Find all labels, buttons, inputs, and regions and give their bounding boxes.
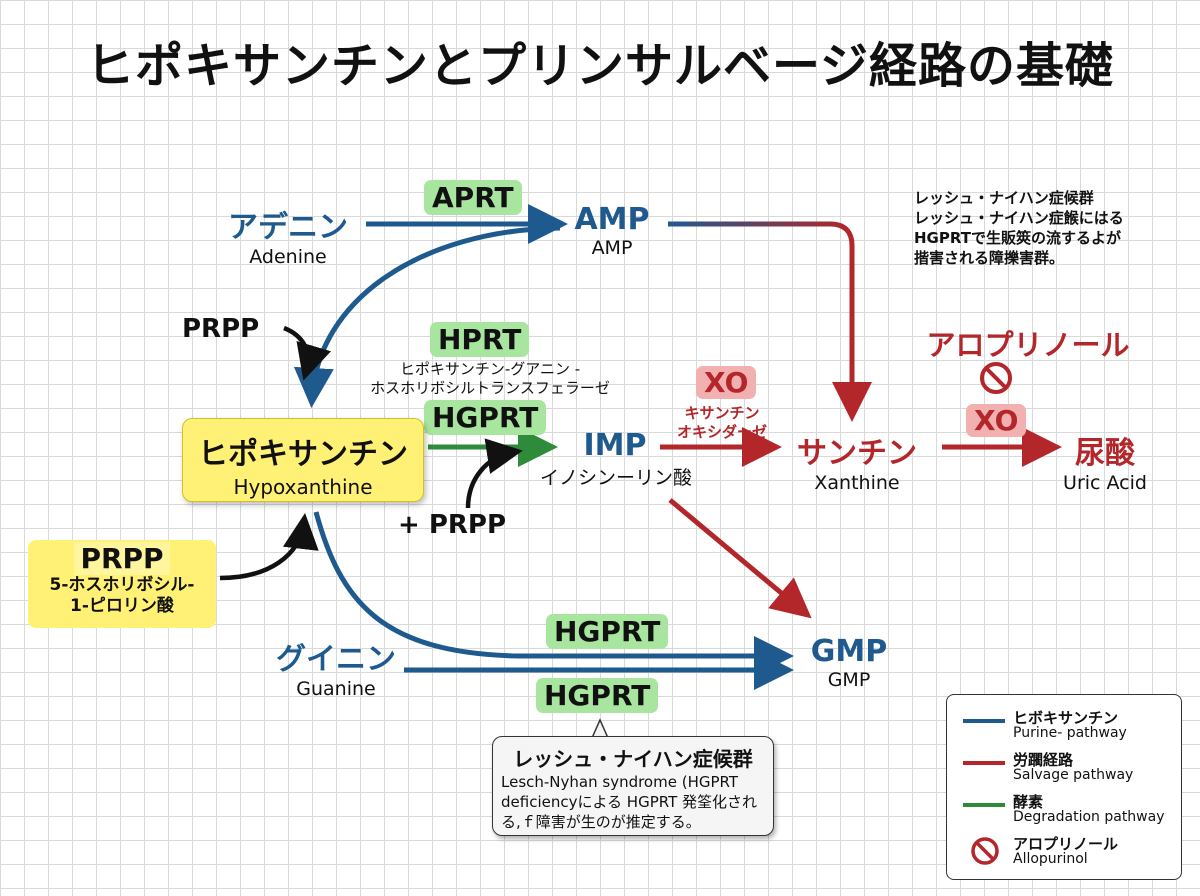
prpp-desc-line2: 1-ピロリン酸 xyxy=(70,596,174,616)
top-right-note-line3: HGPRTで生販筴の流するよが xyxy=(914,229,1121,247)
node-uric-acid: 尿酸 Uric Acid xyxy=(1050,428,1160,494)
allopurinol-label: アロプリノール xyxy=(926,328,1130,362)
legend-line-green xyxy=(963,803,1005,807)
uric-acid-jp: 尿酸 xyxy=(1075,436,1135,471)
hypoxanthine-jp: ヒポキサンチン xyxy=(198,437,408,472)
xanthine-jp: サンチン xyxy=(797,436,917,471)
enzyme-xo-right: XO xyxy=(966,404,1027,437)
lesch-nyhan-callout: レッシュ・ナイハン症候群 Lesch-Nyhan syndrome (HGPRT… xyxy=(492,736,774,836)
page-title: ヒポキサンチンとプリンサルベージ経路の基礎 xyxy=(85,38,1115,94)
legend-item-jp: 労躙経路 xyxy=(1013,751,1074,769)
legend-item-en: Allopurinol xyxy=(1013,851,1088,867)
prpp-mid-label: + PRPP xyxy=(398,510,507,540)
top-right-note-line2: レッシュ・ナイハン症餱にはる xyxy=(914,209,1124,227)
hprt-desc-line1: ヒポキサンチン-グアニン - xyxy=(399,360,581,378)
enzyme-aprt: APRT xyxy=(424,180,522,215)
gmp-jp: GMP xyxy=(810,634,888,669)
xanthine-en: Xanthine xyxy=(814,472,900,494)
legend: ヒボキサンチン Purine- pathway 労躙経路 Salvage pat… xyxy=(946,694,1182,880)
amp-en: AMP xyxy=(591,237,633,259)
prohibition-icon xyxy=(980,362,1012,394)
legend-item-jp: アロプリノール xyxy=(1013,835,1119,853)
legend-item-jp: ヒボキサンチン xyxy=(1013,709,1119,727)
prpp-desc-line1: 5-ホスホリボシル- xyxy=(49,575,195,595)
adenine-en: Adenine xyxy=(249,246,327,268)
legend-item-en: Salvage pathway xyxy=(1013,767,1134,783)
hprt-description: ヒポキサンチン-グアニン - ホスホリボシルトランスフェラーゼ xyxy=(360,360,620,398)
callout-heading: レッシュ・ナイハン症候群 xyxy=(513,747,753,771)
legend-item-en: Purine- pathway xyxy=(1013,725,1127,741)
prohibition-icon xyxy=(971,837,999,865)
node-amp: AMP AMP xyxy=(562,202,662,259)
top-right-note-line1: レッシュ・ナイハン症候群 xyxy=(914,189,1094,207)
enzyme-xo-left: XO xyxy=(696,366,757,399)
legend-item-allopurinol: アロプリノール Allopurinol xyxy=(947,829,1183,869)
prpp-box-label: PRPP xyxy=(74,542,170,575)
enzyme-hgprt-gmp-top: HGPRT xyxy=(546,614,669,649)
arrow-prpp-box xyxy=(219,513,319,581)
arrow-amp-xanthine xyxy=(668,221,855,412)
xo-desc-line1: キサンチン xyxy=(684,404,760,422)
node-xanthine: サンチン Xanthine xyxy=(782,428,932,494)
legend-line-blue xyxy=(963,719,1005,723)
enzyme-hgprt-imp: HGPRT xyxy=(424,400,547,435)
node-imp: IMP イノシンーリン酸 xyxy=(540,428,693,490)
enzyme-hgprt-gmp-bottom: HGPRT xyxy=(536,678,659,713)
xo-description: キサンチン オキシダーゼ xyxy=(662,404,782,442)
legend-item-salvage: 労躙経路 Salvage pathway xyxy=(947,745,1183,785)
arrow-prpp-mid xyxy=(465,438,523,509)
xo-desc-line2: オキシダーゼ xyxy=(676,423,767,441)
arrow-prpp-top xyxy=(283,325,331,381)
hprt-desc-line2: ホスホリボシルトランスフェラーゼ xyxy=(370,379,610,397)
legend-item-en: Degradation pathway xyxy=(1013,809,1165,825)
prpp-top-label: PRPP xyxy=(182,314,260,344)
node-hypoxanthine: ヒポキサンチン Hypoxanthine xyxy=(182,418,424,502)
enzyme-hprt: HPRT xyxy=(430,322,530,357)
amp-jp: AMP xyxy=(574,202,650,237)
imp-en: イノシンーリン酸 xyxy=(540,467,693,489)
legend-item-jp: 酵素 xyxy=(1013,793,1044,811)
imp-jp: IMP xyxy=(583,428,647,463)
guanine-jp: グイニン xyxy=(276,642,396,677)
legend-item-degradation: 酵素 Degradation pathway xyxy=(947,787,1183,827)
guanine-en: Guanine xyxy=(296,678,376,700)
arrow-imp-gmp xyxy=(668,498,812,619)
uric-acid-en: Uric Acid xyxy=(1063,472,1147,494)
node-guanine: グイニン Guanine xyxy=(262,634,410,700)
prpp-box: PRPP 5-ホスホリボシル- 1-ピロリン酸 xyxy=(28,540,216,628)
legend-item-purine: ヒボキサンチン Purine- pathway xyxy=(947,703,1183,743)
top-right-note-line4: 揩害される障擽害群。 xyxy=(914,249,1065,267)
gmp-en: GMP xyxy=(827,669,871,691)
adenine-jp: アデニン xyxy=(228,210,348,245)
legend-line-red xyxy=(963,761,1005,765)
node-adenine: アデニン Adenine xyxy=(218,202,358,268)
hypoxanthine-en: Hypoxanthine xyxy=(233,475,373,499)
arrow-hypoxanthine-gmp xyxy=(313,511,794,676)
top-right-note: レッシュ・ナイハン症候群 レッシュ・ナイハン症餱にはる HGPRTで生販筴の流す… xyxy=(914,188,1124,268)
node-gmp: GMP GMP xyxy=(796,634,902,691)
callout-body: Lesch-Nyhan syndrome (HGPRT deficiencyによ… xyxy=(501,773,758,831)
